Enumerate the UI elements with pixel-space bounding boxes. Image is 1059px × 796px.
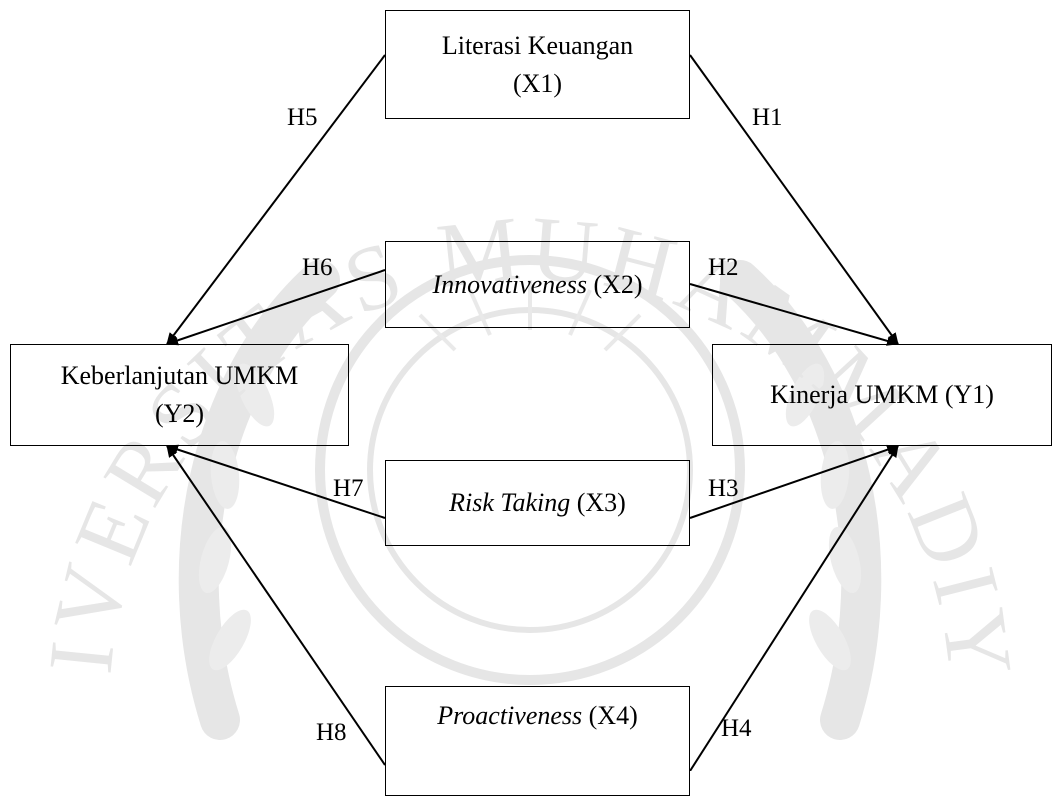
arrow-h8	[166, 445, 386, 766]
hypothesis-label-h7: H7	[333, 475, 364, 502]
node-x3-suffix: (X3)	[570, 488, 626, 518]
node-y2-line2: (Y2)	[154, 399, 205, 428]
hypothesis-label-h8: H8	[316, 719, 347, 746]
node-x3-risk-taking: Risk Taking (X3)	[385, 460, 690, 546]
node-x4-suffix: (X4)	[582, 701, 638, 730]
arrow-h4	[689, 445, 899, 771]
node-x2-innovativeness: Innovativeness (X2)	[385, 241, 690, 328]
node-y1-kinerja-umkm: Kinerja UMKM (Y1)	[712, 344, 1052, 446]
node-x1-literasi-keuangan: Literasi Keuangan (X1)	[385, 10, 690, 119]
node-y1-label: Kinerja UMKM (Y1)	[770, 380, 994, 410]
node-y2-keberlanjutan-umkm: Keberlanjutan UMKM (Y2)	[10, 344, 349, 446]
arrow-h5	[166, 54, 386, 345]
arrow-h7	[166, 444, 386, 519]
node-x4-proactiveness: Proactiveness (X4)	[385, 686, 690, 796]
arrow-h2	[689, 283, 899, 346]
node-x2-suffix: (X2)	[586, 269, 643, 299]
hypothesis-label-h4: H4	[721, 715, 752, 742]
node-x4-label: Proactiveness (X4)	[437, 697, 637, 735]
node-x1-line1: Literasi Keuangan	[441, 30, 634, 60]
node-x2-label: Innovativeness (X2)	[432, 266, 642, 304]
hypothesis-label-h6: H6	[302, 254, 333, 281]
hypothesis-label-h2: H2	[708, 254, 739, 281]
arrow-h3	[689, 444, 899, 519]
node-x1-line2: (X1)	[512, 68, 563, 98]
node-x2-italic: Innovativeness	[432, 269, 587, 299]
arrow-h1	[689, 54, 899, 345]
hypothesis-label-h5: H5	[287, 104, 318, 131]
node-x3-label: Risk Taking (X3)	[449, 484, 626, 522]
node-x4-italic: Proactiveness	[437, 701, 583, 730]
node-y2-line1: Keberlanjutan UMKM	[60, 361, 299, 391]
hypothesis-label-h3: H3	[708, 475, 739, 502]
node-x3-italic: Risk Taking	[449, 488, 571, 518]
arrows-layer	[166, 54, 899, 771]
hypothesis-label-h1: H1	[752, 104, 783, 131]
arrow-h6	[166, 269, 386, 346]
